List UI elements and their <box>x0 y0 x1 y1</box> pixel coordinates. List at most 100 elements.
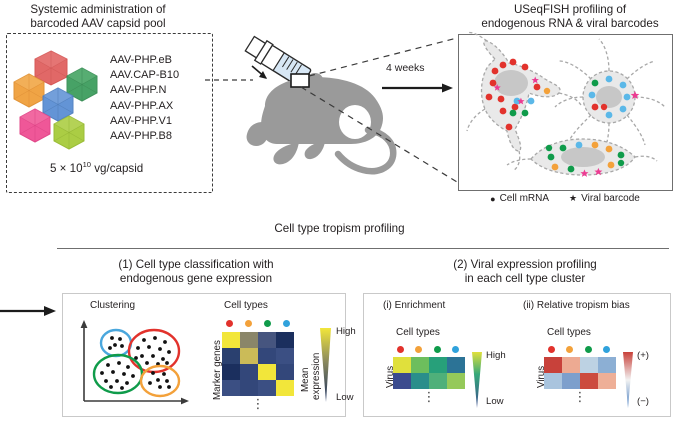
heatmap-cell <box>562 373 580 389</box>
heatmap-cell <box>240 364 258 380</box>
panel2-sub-ii-title: (ii) Relative tropism bias <box>523 300 630 311</box>
dose-label: 5 × 1010 vg/capsid <box>50 160 143 175</box>
capsid-name: AAV-PHP.V1 <box>110 114 172 127</box>
panel2-ii-colorbar-svg <box>623 352 633 408</box>
capsid-name: AAV-PHP.eB <box>110 54 172 66</box>
capsid-name: AAV.CAP-B10 <box>110 69 180 82</box>
glial-cell-3 <box>506 138 658 177</box>
heatmap-cell <box>258 332 276 348</box>
top-right-title: USeqFISH profiling of endogenous RNA & v… <box>462 3 678 31</box>
top-right-title-line2: endogenous RNA & viral barcodes <box>481 17 659 30</box>
mouse-syringe-scene <box>205 22 465 183</box>
panel1-colorbar-svg <box>320 328 331 402</box>
panel2-i-colorbar-low: Low <box>486 396 504 407</box>
capsid-icon-blue <box>42 87 74 122</box>
legend-label-cell-mrna: Cell mRNA <box>499 193 550 204</box>
heatmap-cell <box>429 357 447 373</box>
useqfish-cells-svg: .cellbody{fill:#e9e9e9;stroke:#a8a8a8;st… <box>466 31 666 177</box>
section-divider <box>57 248 669 250</box>
heatmap-cell <box>429 373 447 389</box>
capsid-icon-green <box>66 67 98 102</box>
panel1-title-line2: endogenous gene expression <box>119 272 273 285</box>
heatmap-cell <box>544 373 562 389</box>
heatmap-cell <box>598 357 616 373</box>
celltype-dot-orange <box>566 346 574 353</box>
capsid-icon-group <box>13 46 109 156</box>
celltype-dot-red <box>548 346 555 353</box>
top-right-title-line1: USeqFISH profiling of <box>513 3 627 16</box>
clustering-label: Clustering <box>90 300 136 311</box>
panel1-title-line1: (1) Cell type classification with <box>118 258 274 271</box>
timeline-arrow <box>382 82 454 94</box>
celltype-dot-green <box>433 346 441 353</box>
celltype-dot-blue <box>283 320 290 327</box>
viral-enrichment-heatmap <box>393 357 465 389</box>
panel2-i-colorbar-high: High <box>486 350 506 361</box>
panel2-sub-ii-celltype-dots <box>548 346 610 353</box>
cluster-orange <box>139 364 181 398</box>
heatmap-cell <box>393 373 411 389</box>
celltype-dot-orange <box>415 346 423 353</box>
mean-expression-label-line1: Mean <box>300 367 311 392</box>
panel2-title-line2: in each cell type cluster <box>464 272 586 285</box>
panel1-colorbar <box>318 328 336 402</box>
heatmap-cell <box>447 373 465 389</box>
heatmap-cell <box>411 357 429 373</box>
heatmap-cell <box>222 348 240 364</box>
magnify-line-top <box>308 37 458 77</box>
magnify-line-bottom <box>300 86 458 183</box>
capsid-icon-pink <box>19 108 51 143</box>
panel1-heatmap-ellipsis: ⋮ <box>251 396 265 411</box>
celltype-dot-orange <box>245 320 252 327</box>
heatmap-cell <box>393 357 411 373</box>
heatmap-cell <box>240 332 258 348</box>
top-left-title: Systemic administration of barcoded AAV … <box>0 3 196 31</box>
capsid-pool-box <box>6 33 213 193</box>
mouse-illustration <box>246 73 397 175</box>
useqfish-cells: .cellbody{fill:#e9e9e9;stroke:#a8a8a8;st… <box>459 31 670 188</box>
heatmap-cell <box>276 380 294 396</box>
heatmap-cell <box>411 373 429 389</box>
dose-prefix: 5 × 10 <box>50 161 83 175</box>
celltype-dot-green <box>584 346 592 353</box>
top-left-title-line1: Systemic administration of <box>30 3 166 16</box>
heatmap-cell <box>276 348 294 364</box>
panel2-ii-colorbar-high: (+) <box>637 350 649 361</box>
filled-circle-icon: ● <box>490 193 496 204</box>
brain-region-marker <box>290 73 310 88</box>
panel2-i-ellipsis: ⋮ <box>422 389 436 404</box>
celltype-dot-green <box>264 320 271 327</box>
panel1-celltypes-label: Cell types <box>224 300 268 311</box>
capsid-icon-orange <box>13 73 45 108</box>
panel2-i-colorbar-svg <box>472 352 482 408</box>
timeline-label: 4 weeks <box>386 62 425 74</box>
heatmap-cell <box>258 380 276 396</box>
heatmap-cell <box>222 364 240 380</box>
panel2-sub-i-celltypes-label: Cell types <box>396 327 440 338</box>
panel2-title: (2) Viral expression profiling in each c… <box>390 258 660 286</box>
section-header: Cell type tropism profiling <box>274 222 405 235</box>
heatmap-cell <box>276 332 294 348</box>
panel1-colorbar-low: Low <box>336 392 354 403</box>
heatmap-cell <box>580 373 598 389</box>
clustering-plot <box>72 317 192 409</box>
star-icon: ★ <box>569 193 578 203</box>
heatmap-cell <box>258 364 276 380</box>
heatmap-cell <box>447 357 465 373</box>
heatmap-cell <box>240 348 258 364</box>
heatmap-cell <box>544 357 562 373</box>
relative-tropism-bias-heatmap <box>544 357 616 389</box>
useqfish-legend: ● Cell mRNA ★ Viral barcode <box>462 193 668 204</box>
flow-arrow-into-panels <box>0 305 56 317</box>
heatmap-cell <box>258 348 276 364</box>
marker-gene-heatmap <box>222 332 294 396</box>
capsid-icon-red <box>34 50 68 86</box>
panel2-sub-i-title: (i) Enrichment <box>383 300 446 311</box>
panel2-sub-ii-celltypes-label: Cell types <box>547 327 591 338</box>
cluster-red <box>127 328 181 374</box>
dose-suffix: vg/capsid <box>91 161 144 175</box>
heatmap-cell <box>562 357 580 373</box>
neuron-cell-2 <box>554 38 666 154</box>
panel2-ii-colorbar <box>621 352 637 408</box>
panel1-colorbar-high: High <box>336 326 356 337</box>
